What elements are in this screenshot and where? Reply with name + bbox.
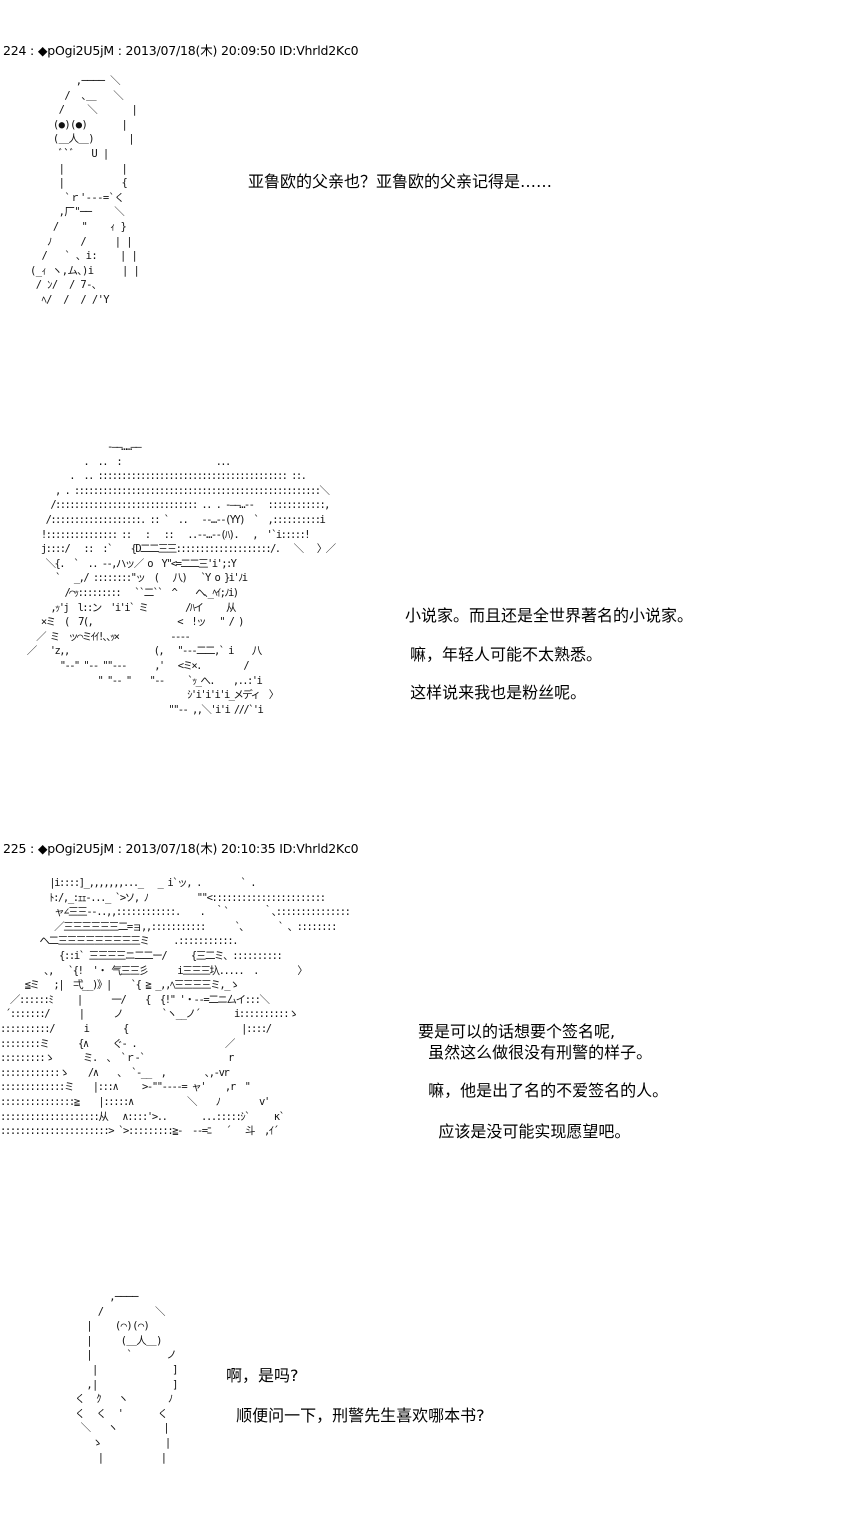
dialogue-line: 顺便问一下，刑警先生喜欢哪本书? — [226, 1406, 485, 1425]
dialogue-line: 要是可以的话想要个签名呢, — [418, 1022, 616, 1041]
dialogue-line: 嘛，他是出了名的不爱签名的人。 — [418, 1081, 669, 1100]
post-header-224: 224 : ◆pOgi2U5jM : 2013/07/18(木) 20:09:5… — [3, 43, 359, 58]
post-header-225: 225 : ◆pOgi2U5jM : 2013/07/18(木) 20:10:3… — [3, 841, 359, 856]
ascii-art-character-yaruo-thinking: ,──── ＼ / ､＿ ＼ / ＼ | (●)(●) | (＿人＿) | ﾞ`… — [30, 75, 140, 306]
dialogue-line: 亚鲁欧的父亲也？亚鲁欧的父亲记得是…… — [248, 172, 553, 191]
ascii-art-character-detective-profile: |i::::]_,,,,,,,..._ _ i`ッ, . ` . ﾄ:/,_:ｪ… — [0, 877, 351, 1138]
dialogue-line: 嘛，年轻人可能不太熟悉。 — [410, 645, 603, 664]
dialogue-line: 应该是没可能实现愿望吧。 — [418, 1122, 631, 1141]
ascii-art-character-yaruo-smiling: ,──── / ＼ | (⌒)(⌒) | (＿人＿) | ` ノ | ] ,| … — [74, 1291, 179, 1464]
dialogue-line: 虽然这么做很没有刑警的样子。 — [418, 1043, 653, 1062]
dialogue-line: 小说家。而且还是全世界著名的小说家。 — [405, 606, 694, 625]
dialogue-line: 这样说来我也是粉丝呢。 — [405, 683, 587, 702]
ascii-art-character-detective: ‐――……―― . .. : ... . .. ::::::::::::::::… — [26, 441, 336, 716]
dialogue-line: 啊，是吗? — [226, 1366, 299, 1385]
